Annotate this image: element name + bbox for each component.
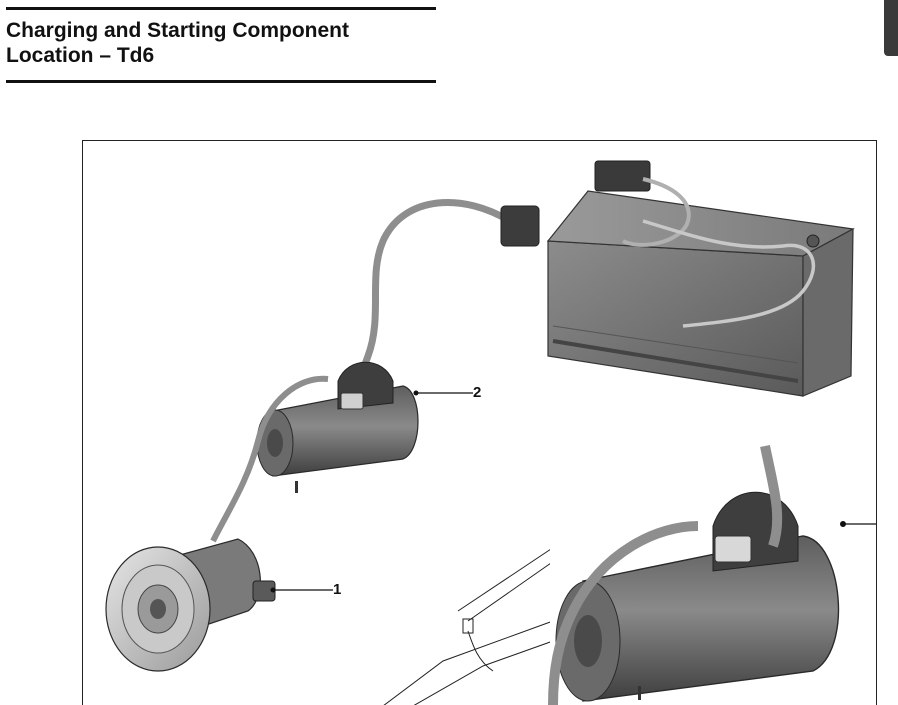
detail-inset <box>548 445 876 705</box>
battery <box>546 160 855 397</box>
page-title-line-1: Charging and Starting Component <box>6 19 349 42</box>
alternator <box>105 538 276 672</box>
callout-1-label: 1 <box>333 581 342 598</box>
page-title: Charging and Starting Component Location… <box>6 18 436 68</box>
callout-2-label: 2 <box>473 384 482 401</box>
page-edge-tab <box>884 0 898 56</box>
component-location-figure: 1 2 <box>82 140 877 705</box>
cable-connector <box>500 205 540 247</box>
starter-cable <box>210 375 329 543</box>
heading-rule-top <box>6 7 436 10</box>
heading-rule-bottom <box>6 80 436 83</box>
starter-motor <box>256 361 419 493</box>
page-title-line-2: Location – Td6 <box>6 44 155 67</box>
component-illustration <box>105 160 876 705</box>
